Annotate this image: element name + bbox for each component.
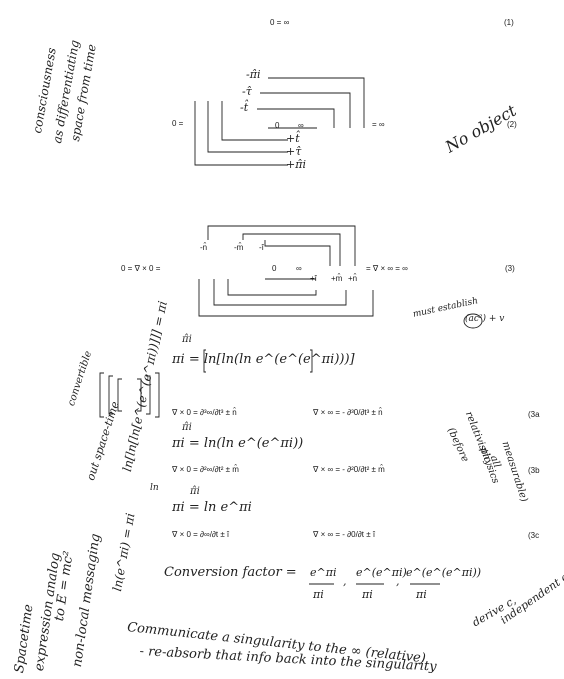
equation-3-pos-n: +n̂ — [348, 274, 358, 283]
equation-3c-left: ∇ × 0 = ∂∞/∂t ± î — [172, 530, 230, 539]
pi-hat-m-label: π̂i — [182, 422, 192, 433]
equation-2-lhs: 0 = — [172, 119, 184, 128]
conversion-factor-label: Conversion factor = — [164, 565, 297, 580]
equation-3-neg-n: -n̂ — [200, 243, 208, 252]
equation-3b-right: ∇ × ∞ = - ∂²0/∂t² ± m̂ — [313, 465, 385, 474]
pi-m-equation: πi = ln(ln e^(e^πi)) — [172, 436, 304, 451]
equation-2-rhs: = ∞ — [372, 120, 385, 129]
eq2-pos-t: +t̂ — [286, 132, 300, 145]
equation-3a-right: ∇ × ∞ = - ∂³0/∂t³ ± n̂ — [313, 408, 383, 417]
ac2-circle — [463, 313, 483, 329]
equation-3a-number: (3a — [528, 410, 540, 419]
eq2-pos-tau: +τ̂ — [286, 145, 302, 158]
equation-2-zero: 0 — [275, 121, 280, 130]
eq2-neg-tau: -τ̂ — [242, 85, 252, 98]
equation-3-lhs: 0 = ∇ × 0 = — [121, 264, 161, 273]
cf3-numerator: e^(e^(e^πi)) — [406, 566, 482, 579]
cf2-denominator: πi — [362, 588, 373, 601]
eq2-neg-pi: -π̂i — [246, 68, 261, 81]
eq2-pos-pi: +π̂i — [286, 158, 306, 171]
equation-3-pos-i: +î — [310, 274, 317, 283]
cf3-denominator: πi — [416, 588, 427, 601]
eq2-neg-t: -t̂ — [240, 101, 249, 114]
equation-3-zero: 0 — [272, 264, 277, 273]
equation-3-neg-i: -î — [259, 243, 264, 252]
equation-3-number: (3) — [505, 264, 515, 273]
equation-2-number: (2) — [507, 120, 517, 129]
cf-separator-2: , — [396, 575, 400, 588]
cf2-numerator: e^(e^πi) — [356, 566, 407, 579]
ln-small-note: ln — [150, 483, 159, 493]
equation-1: 0 = ∞ — [270, 18, 290, 27]
left-ln-brackets — [99, 372, 160, 418]
pi-hat-n-label: π̂i — [182, 334, 192, 345]
pi-hat-i-label: π̂i — [190, 486, 200, 497]
equation-3-neg-m: -m̂ — [234, 243, 244, 252]
equation-2-infinity: ∞ — [298, 121, 304, 130]
equation-3c-right: ∇ × ∞ = - ∂0/∂t ± î — [313, 530, 376, 539]
equation-3b-left: ∇ × 0 = ∂²∞/∂t² ± m̂ — [172, 465, 239, 474]
equation-3b-number: (3b — [528, 466, 540, 475]
equation-3a-left: ∇ × 0 = ∂³∞/∂t³ ± n̂ — [172, 408, 237, 417]
eq3-brackets — [198, 225, 374, 317]
cf-separator-1: , — [343, 575, 347, 588]
equation-3-rhs: = ∇ × ∞ = ∞ — [366, 264, 408, 273]
equation-3-pos-m: +m̂ — [331, 274, 343, 283]
cf1-denominator: πi — [313, 588, 324, 601]
pi-i-equation: πi = ln e^πi — [172, 500, 252, 515]
equation-1-number: (1) — [504, 18, 514, 27]
pi-n-equation: πi = ln[ln(ln e^(e^(e^πi)))] — [172, 352, 355, 367]
equation-3c-number: (3c — [528, 531, 540, 540]
ac2-v-note: (ac²) + v — [465, 314, 505, 324]
eq2-brackets — [194, 77, 365, 166]
equation-3-infinity: ∞ — [296, 264, 302, 273]
cf1-numerator: e^πi — [310, 566, 337, 579]
